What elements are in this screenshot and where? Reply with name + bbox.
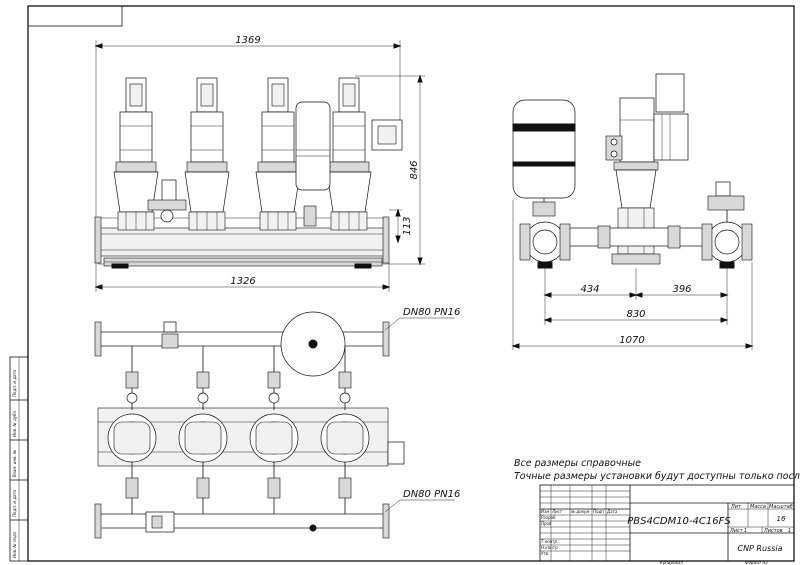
front-view <box>94 77 403 269</box>
tb-col-izm: Изм <box>541 509 549 514</box>
tb-role-3: Т.контр <box>541 539 558 544</box>
dim-1326: 1326 <box>230 276 255 287</box>
pump-2 <box>184 77 230 231</box>
dim-1070: 1070 <box>619 335 644 346</box>
tb-format: Формат A3 <box>745 560 768 565</box>
dim-846: 846 <box>409 160 420 179</box>
dim-434: 434 <box>580 284 599 295</box>
pump-3 <box>255 77 301 231</box>
tb-scale: Масштаб <box>769 504 793 510</box>
dim-113: 113 <box>402 216 413 235</box>
drawing-frame <box>27 5 795 562</box>
side-dimensions: 434 396 830 1070 <box>511 200 754 350</box>
stamp-cell-2: Инв. № дубл <box>12 410 17 437</box>
side-stamp: Подп. и дата Инв. № дубл Взам. инв. № По… <box>9 356 29 562</box>
side-tank <box>512 99 576 199</box>
side-view <box>512 73 753 269</box>
tb-sheets-value: 1 <box>788 528 791 534</box>
pump-1 <box>113 77 159 231</box>
note-line-1: Все размеры справочные <box>514 458 641 469</box>
tb-sheet-label: Лист <box>729 528 744 534</box>
front-control-box <box>371 119 403 151</box>
tb-sheet-value: 1 <box>744 528 747 534</box>
callout-dn80-bottom: DN80 PN16 <box>403 489 460 500</box>
front-tank <box>295 101 331 191</box>
top-pump-4 <box>320 346 370 514</box>
tb-mass: Масса <box>750 504 766 510</box>
callout-dn80-top: DN80 PN16 <box>403 307 460 318</box>
tb-role-5: Утв <box>541 551 549 556</box>
stamp-cell-3: Взам. инв. № <box>12 450 17 477</box>
pump-4 <box>326 77 372 231</box>
tb-role-1: Разраб <box>541 515 556 520</box>
tb-col-date: Дата <box>606 509 618 514</box>
tb-role-2: Пров <box>541 521 552 526</box>
stamp-cell-5: Инв. № подл <box>12 531 17 558</box>
tb-col-list: Лист <box>551 509 563 514</box>
front-dimensions: 1369 1326 846 113 <box>94 35 425 292</box>
top-pump-2 <box>178 346 228 514</box>
tb-col-doc: № докум <box>570 509 589 514</box>
note-line-2: Точные размеры установки будут доступны … <box>514 471 800 482</box>
dim-830: 830 <box>626 309 645 320</box>
tb-designation: PBS4CDM10-4C16FS <box>627 516 731 527</box>
tb-copied: Копировал <box>660 560 683 565</box>
dim-396: 396 <box>672 284 691 295</box>
title-block: Изм Лист № докум Подп Дата Разраб Пров Т… <box>539 484 795 565</box>
tb-company: CNP Russia <box>737 544 782 553</box>
top-view: DN80 PN16 DN80 PN16 <box>94 307 460 539</box>
dim-1369: 1369 <box>235 35 260 46</box>
tb-lit: Лит <box>730 504 742 510</box>
top-pump-3 <box>249 346 299 514</box>
tb-scale-value: 16 <box>777 515 786 523</box>
tb-col-sign: Подп <box>593 509 604 514</box>
tb-role-4: Н.контр <box>541 545 558 550</box>
stamp-cell-1: Подп. и дата <box>12 369 17 397</box>
tb-sheets-label: Листов <box>763 528 783 534</box>
stamp-cell-4: Подп. и дата <box>12 489 17 517</box>
top-pump-1 <box>107 346 157 514</box>
